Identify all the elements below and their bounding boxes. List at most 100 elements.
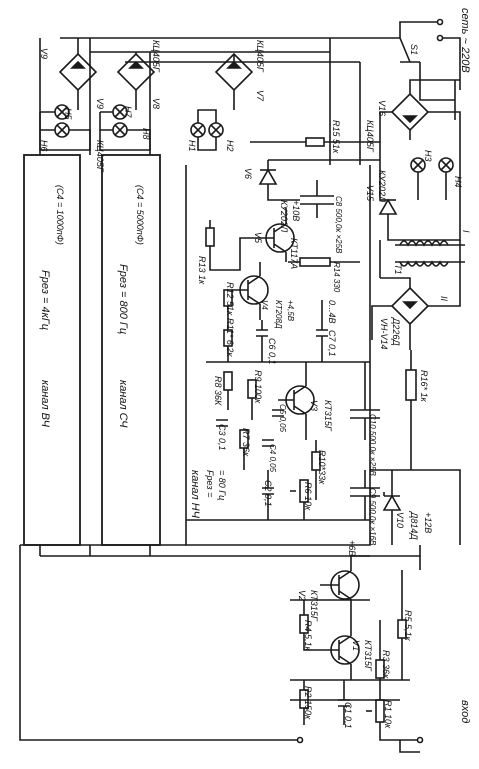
label-v16: V16 bbox=[377, 100, 387, 117]
label-r10: R10*33к bbox=[317, 450, 327, 485]
channel-lf-frame bbox=[185, 165, 371, 546]
mains-terminal-1 bbox=[436, 18, 444, 26]
bridge-v7 bbox=[214, 52, 254, 92]
lamps-h1-h2 bbox=[190, 122, 224, 138]
label-c3: C3 0,1 bbox=[217, 424, 227, 451]
channel-hf-title: канал ВЧ bbox=[39, 380, 51, 427]
channel-mf-block bbox=[101, 154, 161, 546]
input-terminal-2 bbox=[416, 736, 424, 744]
label-c8: C8 500,0к ×25В bbox=[334, 196, 343, 254]
label-h5: H5 bbox=[63, 108, 73, 120]
label-v6-v: +10В bbox=[291, 200, 301, 222]
label-v2: V2 bbox=[297, 590, 307, 602]
label-v5: V5 bbox=[253, 232, 263, 244]
label-h7: H7 bbox=[123, 106, 133, 118]
label-v10: V10 bbox=[395, 512, 405, 529]
label-vh-v14: VH-V14 bbox=[379, 318, 389, 350]
label-r9: R9 100к bbox=[253, 370, 263, 404]
label-c2: C2 0,1 bbox=[263, 480, 273, 507]
label-r2: R2 150к bbox=[303, 686, 313, 720]
label-c1: C1 0,1 bbox=[343, 702, 353, 729]
label-r6: R6 10к bbox=[303, 482, 313, 511]
label-r15: R15 51к bbox=[331, 120, 341, 154]
label-r1: R1 10к bbox=[383, 700, 393, 729]
label-input: вход bbox=[459, 700, 471, 724]
bridge-v9 bbox=[58, 52, 98, 92]
transformer-t1 bbox=[395, 240, 465, 267]
label-t-i: I bbox=[461, 230, 471, 233]
label-c10: C10 500,0к ×25В bbox=[368, 414, 377, 476]
label-range: 0...4В bbox=[327, 300, 337, 324]
label-s1: S1 bbox=[409, 44, 419, 56]
mains-wire-2 bbox=[440, 37, 461, 90]
resistor-r13 bbox=[205, 227, 215, 247]
channel-hf-freq: Fрез = 4кГц bbox=[39, 270, 51, 331]
resistor-r16 bbox=[405, 369, 417, 401]
label-h6: H6 bbox=[39, 140, 49, 152]
label-r12: R12 51к bbox=[225, 282, 235, 316]
mains-terminal-2 bbox=[436, 34, 444, 42]
label-r7: R7 36к bbox=[241, 428, 251, 457]
label-v2-type: КТ315Г bbox=[309, 590, 319, 621]
label-v9-type: КЦ405Г bbox=[95, 140, 105, 172]
channel-lf-freq-1: Fрез = bbox=[205, 470, 215, 498]
capacitor-c4 bbox=[262, 439, 274, 447]
channel-mf-title: канал СЧ bbox=[117, 380, 129, 428]
label-r3: R3 36к bbox=[381, 650, 391, 679]
mains-wire-1 bbox=[399, 21, 440, 38]
label-v6-type: КУ202Л bbox=[279, 200, 289, 233]
label-v7-type: КЦ405Г bbox=[255, 40, 265, 72]
label-v3: V3 bbox=[309, 400, 319, 412]
label-c5: C5 0,05 bbox=[278, 404, 287, 433]
label-r8: R8 36К bbox=[213, 376, 223, 406]
capacitor-c3 bbox=[216, 419, 228, 427]
label-h1: H1 bbox=[187, 140, 197, 152]
switch-s1 bbox=[399, 37, 420, 63]
channel-mf-freq: Fрез = 800 Гц bbox=[117, 264, 129, 335]
label-v4-type: КТ208Д bbox=[274, 300, 283, 329]
input-terminal-1 bbox=[296, 736, 304, 744]
capacitor-c8 bbox=[300, 195, 334, 205]
capacitor-c6 bbox=[256, 329, 268, 337]
label-h3: H3 bbox=[423, 150, 433, 162]
label-v3-type: КТ315Г bbox=[323, 400, 333, 431]
label-v7: V7 bbox=[255, 90, 265, 102]
label-v4: V4 bbox=[260, 300, 269, 310]
label-v15: V15 bbox=[365, 185, 375, 202]
label-v8: V8 bbox=[151, 98, 161, 110]
label-mains: сеть ~ 220В bbox=[459, 8, 471, 73]
channel-lf-freq-2: = 80 Гц bbox=[217, 470, 227, 501]
label-r13: R13 1к bbox=[197, 256, 207, 285]
label-r11: R11* 6,2к bbox=[225, 318, 235, 357]
resistor-r8 bbox=[223, 371, 233, 391]
label-plus45: +4,5В bbox=[286, 300, 295, 322]
label-t1: T1 bbox=[393, 264, 403, 275]
label-t-ii: II bbox=[439, 296, 449, 302]
label-v6: V6 bbox=[243, 168, 253, 180]
label-h4: H4 bbox=[453, 176, 463, 188]
channel-mf-cap: (C4 = 5000пФ) bbox=[135, 185, 145, 245]
label-c9: C9 500,0к ×16В bbox=[368, 488, 377, 546]
label-c7: C7 0,1 bbox=[327, 330, 337, 357]
capacitor-c5 bbox=[272, 409, 284, 417]
channel-hf-block bbox=[23, 154, 81, 546]
bridge-v8 bbox=[116, 52, 156, 92]
label-r5: R5 5,1к bbox=[403, 610, 413, 641]
thyristor-v6 bbox=[258, 168, 278, 185]
label-c4: C4 0,05 bbox=[268, 444, 277, 473]
label-h2: H2 bbox=[225, 140, 235, 152]
label-r14: R14 330 bbox=[332, 262, 341, 293]
label-v5-type: КТ117А bbox=[289, 238, 299, 270]
label-plus6: +6В bbox=[347, 540, 357, 557]
channel-lf-title: канал НЧ bbox=[189, 470, 201, 518]
label-v10-type: Д814Д bbox=[409, 512, 419, 540]
label-v9-b: V9 bbox=[95, 98, 105, 110]
channel-hf-cap: (C4 = 1000пФ) bbox=[55, 185, 65, 245]
label-v9: V9 bbox=[39, 48, 49, 60]
label-v16-type: КЦ405Г bbox=[365, 120, 375, 152]
label-r16: R16* 1к bbox=[419, 370, 429, 402]
label-v1-type: КТ315Г bbox=[363, 640, 373, 671]
label-v8-type: КЦ405Г bbox=[151, 40, 161, 72]
